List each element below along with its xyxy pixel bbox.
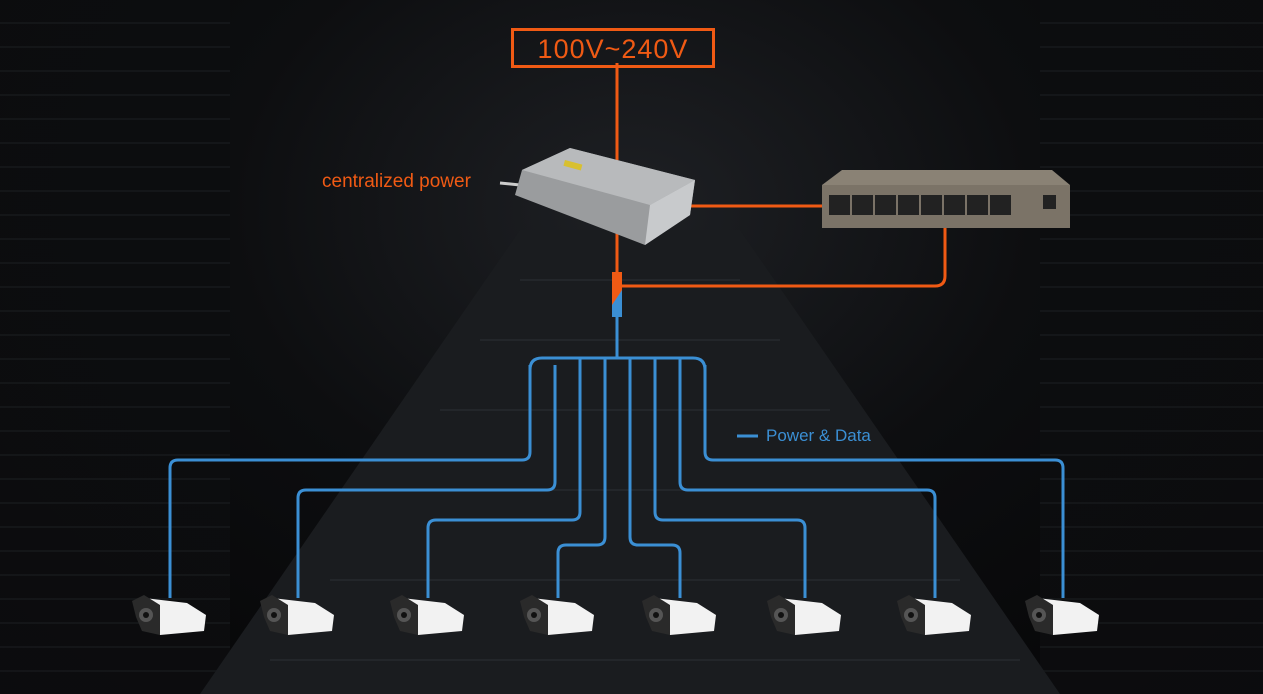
camera-1-icon xyxy=(132,595,206,635)
centralized-power-label: centralized power xyxy=(322,171,471,192)
data-cables xyxy=(168,317,1065,598)
power-data-legend: Power & Data xyxy=(766,426,871,445)
ethernet-switch xyxy=(822,170,1070,228)
camera-7-icon xyxy=(897,595,971,635)
server-rack-left xyxy=(0,0,230,694)
camera-2-icon xyxy=(260,595,334,635)
power-supply-unit xyxy=(515,148,695,245)
camera-6-icon xyxy=(767,595,841,635)
power-input-label: 100V~240V xyxy=(511,28,715,68)
server-rack-right xyxy=(1040,0,1263,694)
camera-3-icon xyxy=(390,595,464,635)
camera-4-icon xyxy=(520,595,594,635)
camera-5-icon xyxy=(642,595,716,635)
camera-8-icon xyxy=(1025,595,1099,635)
